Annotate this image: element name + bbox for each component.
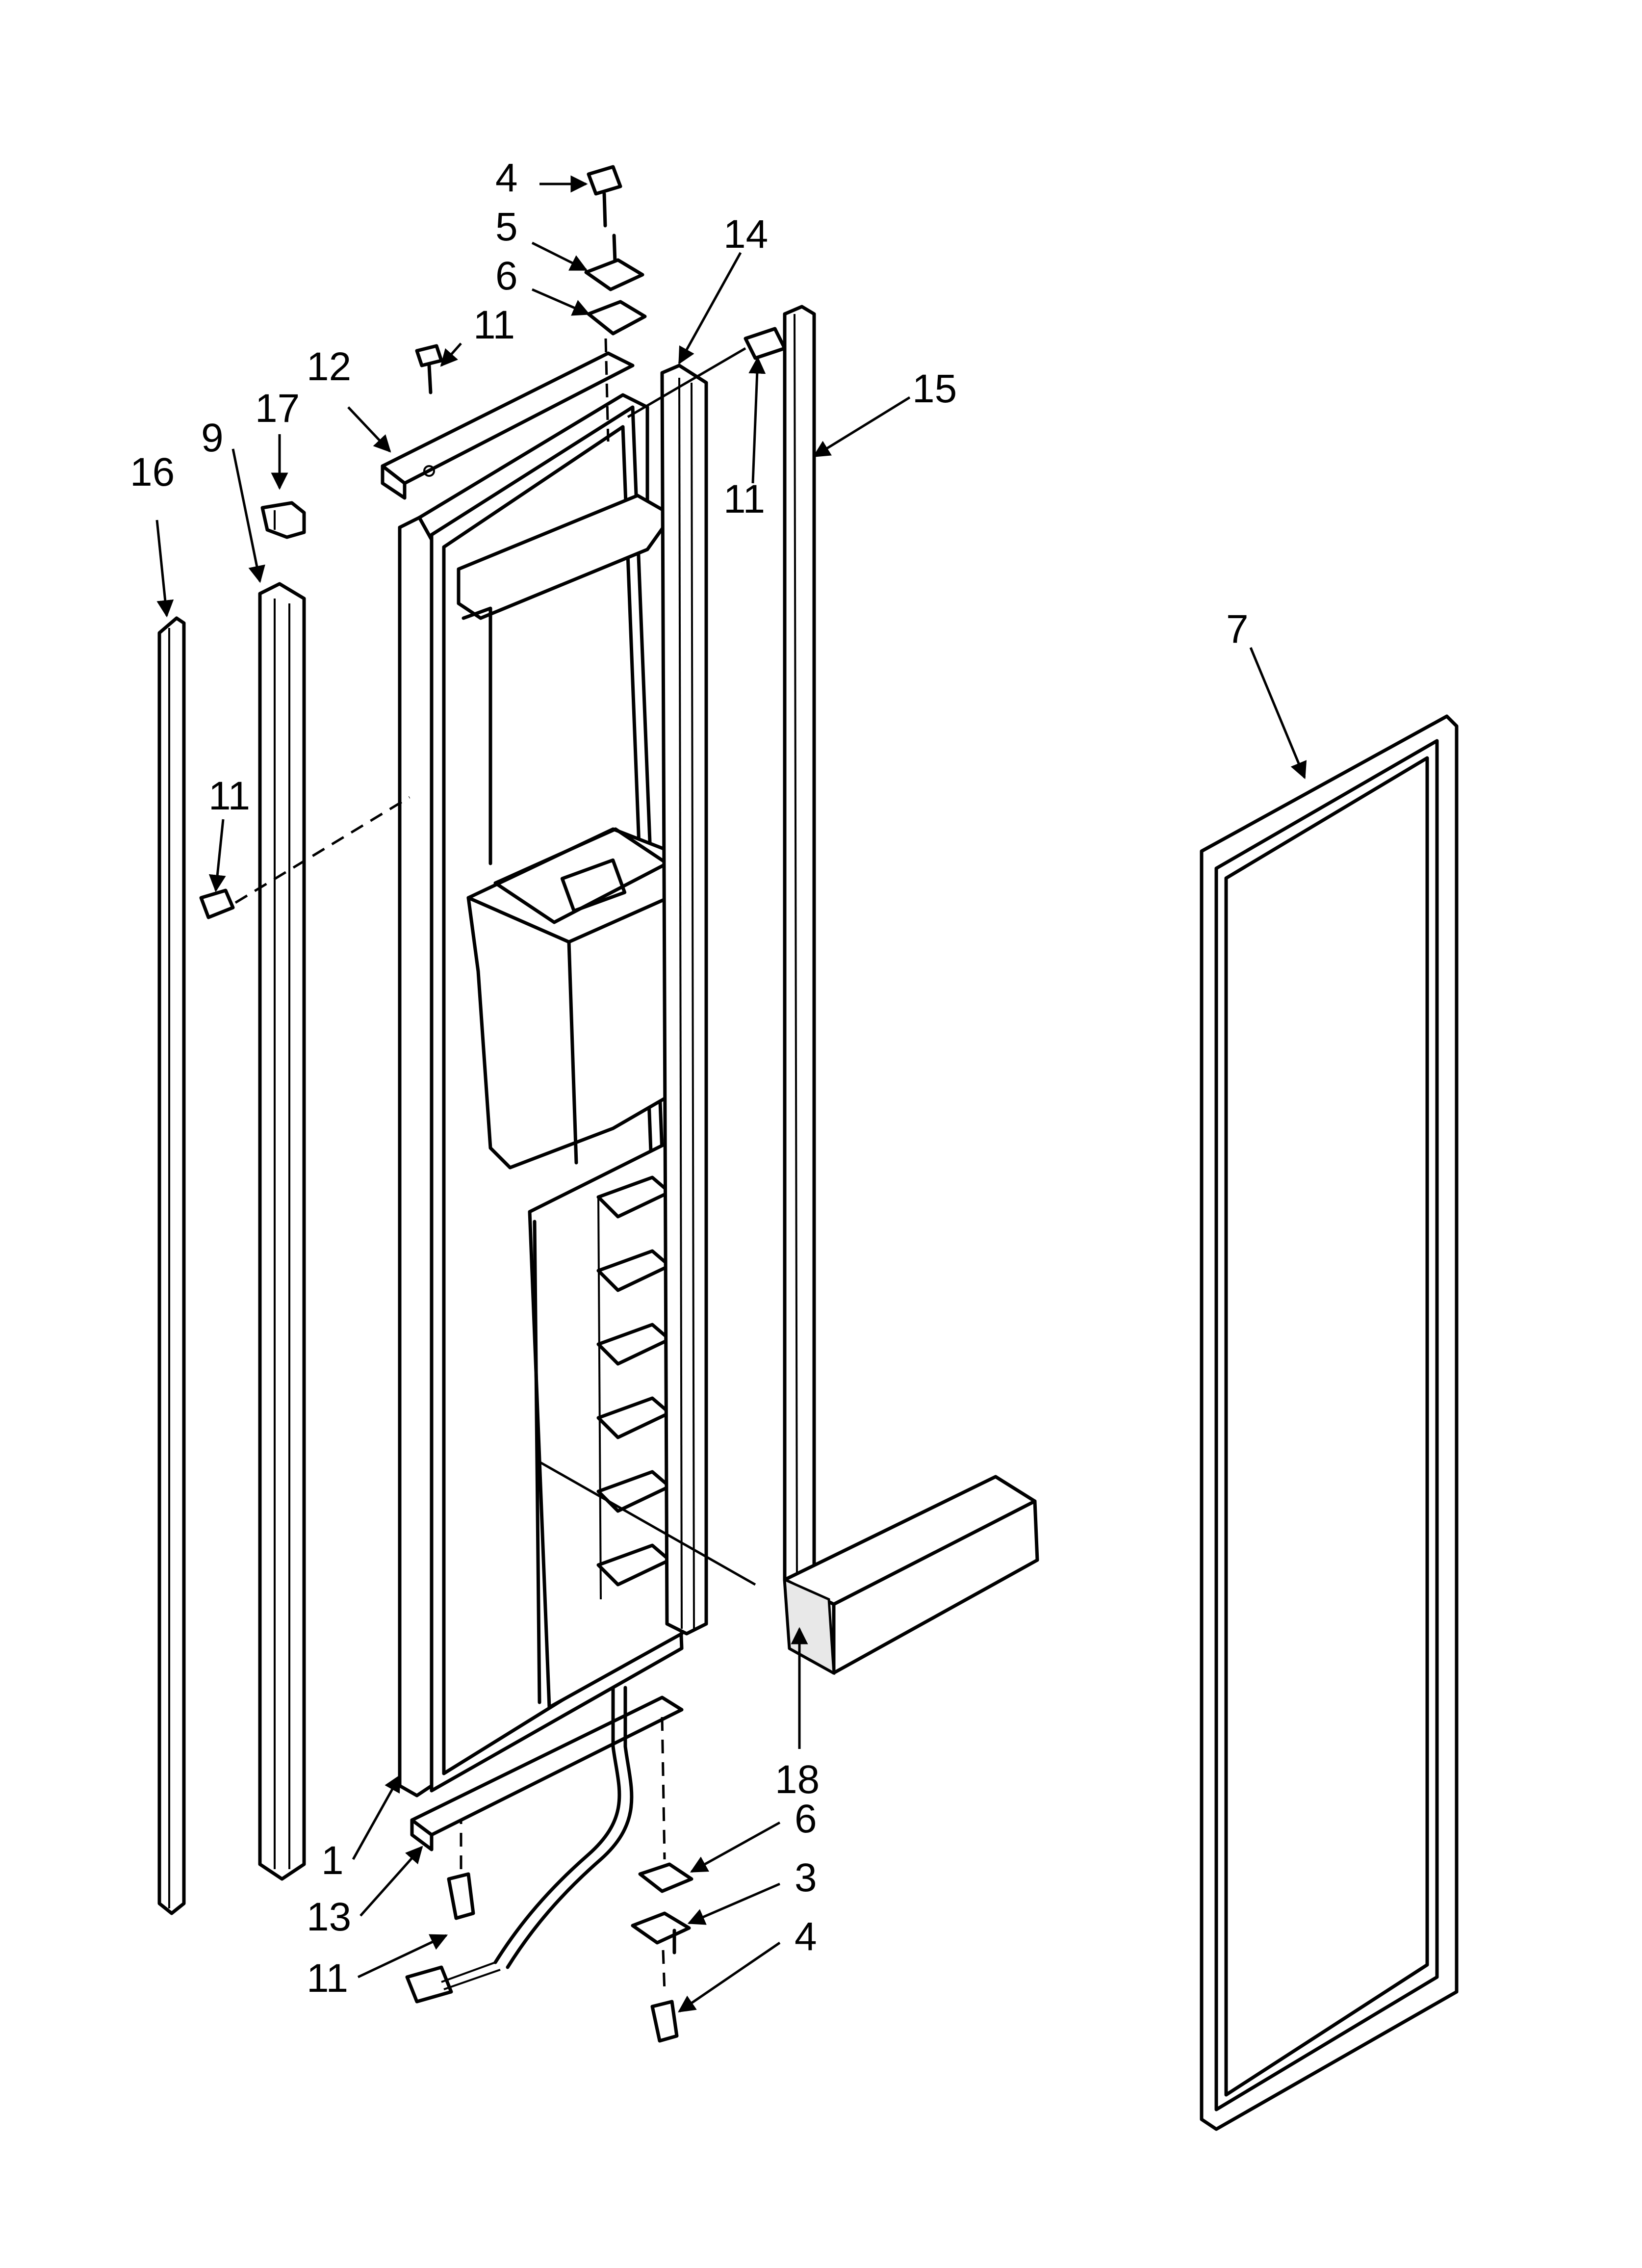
leader-lines: [155, 175, 1307, 2013]
part-14-breaker-strip[interactable]: [660, 364, 708, 1636]
callout-14: 14: [723, 212, 768, 257]
part-17-clip[interactable]: [260, 501, 306, 539]
callout-11-bottom: 11: [307, 1956, 348, 2001]
part-15-trim-strip[interactable]: [783, 305, 816, 1591]
callout-4-top: 4: [495, 156, 518, 200]
part-11-screw-right[interactable]: [627, 327, 787, 418]
part-16-trim-strip[interactable]: [157, 616, 186, 1915]
callout-4-bottom: 4: [795, 1914, 817, 1959]
callout-16: 16: [130, 450, 175, 495]
callout-15: 15: [912, 366, 957, 411]
callout-11-right: 11: [723, 477, 765, 521]
part-12-bracket[interactable]: [381, 351, 635, 500]
callout-6-bottom: 6: [795, 1797, 817, 1841]
part-6-shim-bottom[interactable]: [638, 1717, 693, 1893]
part-6-shim-top[interactable]: [587, 300, 647, 442]
callout-1: 1: [321, 1838, 344, 1883]
callout-7: 7: [1226, 607, 1249, 652]
callout-12: 12: [307, 344, 351, 389]
part-11-screw-bottom[interactable]: [447, 1815, 475, 1920]
callout-18: 18: [775, 1757, 820, 1802]
part-3-hinge-bottom[interactable]: [631, 1911, 691, 1992]
part-5-hinge-top[interactable]: [584, 234, 644, 291]
callout-6-top: 6: [495, 254, 518, 298]
callout-11-left: 11: [208, 774, 250, 818]
part-9-breaker-strip[interactable]: [258, 582, 306, 1881]
part-1-door-liner[interactable]: [398, 393, 708, 1798]
callout-17: 17: [255, 386, 300, 431]
callout-labels: 4 5 6 11 12 14 11 15 17 9 16 11 7 18 6 3…: [130, 156, 1249, 2001]
part-11-screw-top[interactable]: [415, 344, 443, 394]
callout-9: 9: [201, 416, 224, 460]
callout-11-top: 11: [473, 303, 515, 347]
part-4-screw-top[interactable]: [587, 165, 622, 228]
part-18-door-bin[interactable]: [539, 1460, 1039, 1675]
part-4-screw-bottom[interactable]: [650, 2000, 679, 2043]
wire-harness: [405, 1686, 634, 2004]
callout-13: 13: [307, 1895, 351, 1939]
callout-5: 5: [495, 205, 518, 249]
part-11-screw-left[interactable]: [199, 796, 410, 919]
callout-3: 3: [795, 1855, 817, 1900]
part-7-door-gasket[interactable]: [1200, 714, 1459, 2131]
